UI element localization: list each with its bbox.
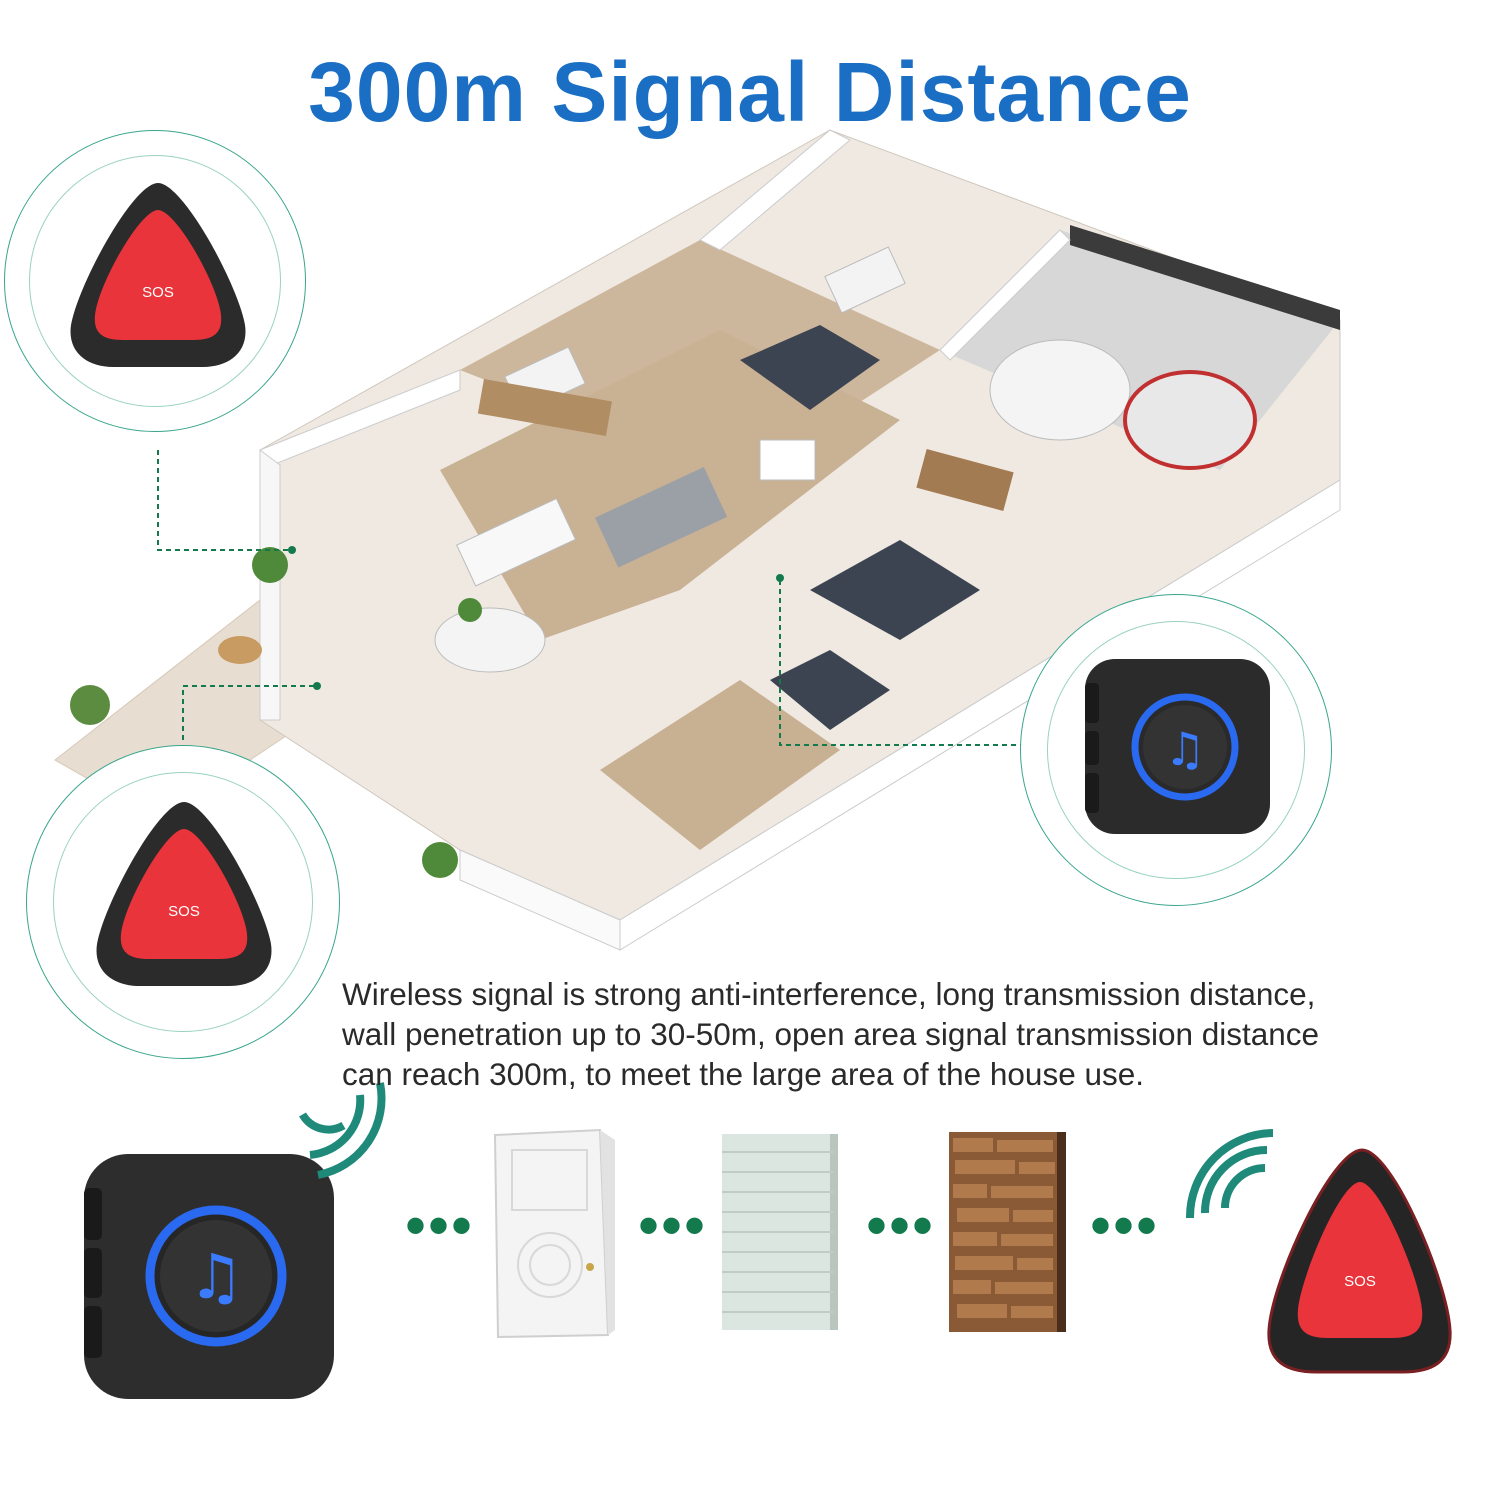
ellipsis-dots-3: ••• — [866, 1192, 936, 1259]
door-icon — [493, 1128, 615, 1339]
description-text: Wireless signal is strong anti-interfere… — [342, 974, 1482, 1094]
signal-waves-icon — [299, 1082, 386, 1179]
signal-waves-icon — [1185, 1129, 1274, 1219]
sos-button-callout-bottom: SOS — [26, 745, 340, 1059]
receiver-device-icon: ♫ — [1085, 659, 1270, 834]
ellipsis-dots-2: ••• — [638, 1192, 708, 1259]
music-note-icon: ♫ — [1164, 722, 1205, 776]
description-line-2: wall penetration up to 30-50m, open area… — [342, 1016, 1320, 1052]
sos-label: SOS — [1344, 1273, 1376, 1290]
ellipsis-dots-4: ••• — [1090, 1192, 1160, 1259]
music-note-icon: ♫ — [188, 1240, 244, 1313]
white-brick-wall-icon — [722, 1134, 838, 1330]
sos-button-icon: SOS — [96, 802, 272, 986]
receiver-device-large-icon: ♫ — [84, 1154, 334, 1399]
sos-button-callout-top: SOS — [4, 130, 306, 432]
description-line-1: Wireless signal is strong anti-interfere… — [342, 976, 1316, 1012]
stone-wall-icon — [949, 1132, 1066, 1332]
sos-label: SOS — [142, 284, 174, 301]
sos-label: SOS — [168, 903, 200, 920]
sos-button-large-icon: SOS — [1267, 1148, 1452, 1374]
ellipsis-dots-1: ••• — [405, 1192, 475, 1259]
description-line-3: can reach 300m, to meet the large area o… — [342, 1056, 1145, 1092]
sos-button-icon: SOS — [70, 183, 246, 367]
receiver-callout: ♫ — [1020, 594, 1332, 906]
page-title: 300m Signal Distance — [308, 45, 1192, 139]
